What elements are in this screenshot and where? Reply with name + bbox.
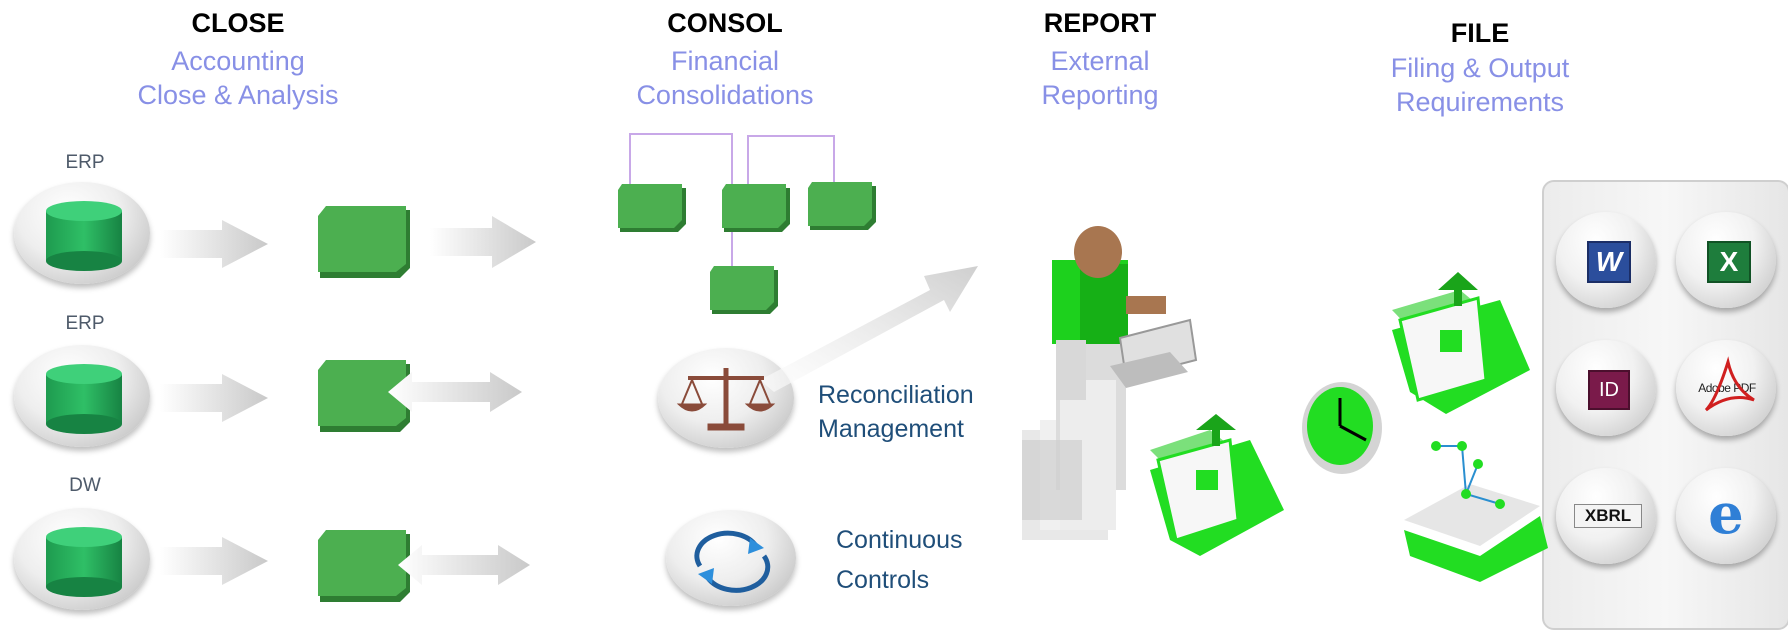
database-icon-3 [46,527,122,597]
subtitle-report: External Reporting [1000,44,1200,112]
data-block-2 [318,360,410,432]
consol-block-1 [618,184,686,232]
excel-format-button: X [1676,212,1776,308]
diagonal-flow-arrow [760,266,978,392]
clock-icon [1302,382,1382,474]
flow-arrow-1 [160,220,268,268]
data-block-1 [318,206,410,278]
subtitle-consol-line1: Financial [670,46,780,76]
xbrl-icon: XBRL [1574,504,1642,528]
xbrl-format-button: XBRL [1556,468,1656,564]
database-icon-2 [46,364,122,434]
scale-icon [676,368,776,431]
subtitle-close-line1: Accounting [171,46,305,76]
subtitle-file-line2: Requirements [1395,87,1565,117]
continuous-controls-label-line2: Controls [836,566,930,594]
indesign-format-button: ID [1556,340,1656,436]
subtitle-close-line2: Close & Analysis [137,80,339,110]
continuous-controls-label-line1: Continuous [836,526,963,554]
subtitle-consol: Financial Consolidations [580,44,870,112]
consol-block-2 [722,184,790,232]
data-block-3 [318,530,410,602]
continuous-controls-label: Continuous Controls [836,520,962,600]
subtitle-report-line2: Reporting [1041,80,1159,110]
source-label-1: ERP [65,152,105,173]
flow-arrow-3 [160,537,268,585]
internet-explorer-icon: e [1708,481,1744,547]
file-folder-icon-top [1392,272,1530,414]
heading-consol: CONSOL [667,8,783,38]
word-icon: W [1587,241,1631,283]
heading-file: FILE [1450,18,1510,48]
person-at-laptop-illustration [1022,226,1198,540]
subtitle-file: Filing & Output Requirements [1340,51,1620,119]
database-icon-1 [46,201,122,271]
flow-arrow-2 [160,374,268,422]
double-arrow-2 [398,545,530,585]
source-label-2: ERP [65,313,105,334]
flow-arrow-4 [430,216,536,268]
reconciliation-label-line1: Reconciliation [818,381,974,409]
heading-close: CLOSE [191,8,285,38]
consol-block-3 [808,182,876,230]
report-folder-icon [1150,414,1284,556]
subtitle-close: Accounting Close & Analysis [88,44,388,112]
pdf-swirl-icon [1704,356,1755,412]
continuous-cycle-icon [694,530,771,593]
subtitle-file-line1: Filing & Output [1390,53,1570,83]
source-label-3: DW [69,475,101,496]
pdf-format-button: Adobe PDF [1676,340,1776,436]
double-arrow-1 [388,372,522,412]
excel-icon: X [1707,241,1751,283]
heading-report: REPORT [1043,8,1157,38]
subtitle-report-line1: External [1050,46,1150,76]
output-tray-network-icon [1404,441,1548,582]
subtitle-consol-line2: Consolidations [636,80,814,110]
word-format-button: W [1556,212,1656,308]
reconciliation-label: Reconciliation Management [818,378,974,446]
ie-format-button: e [1676,468,1776,564]
indesign-icon: ID [1588,370,1630,410]
reconciliation-label-line2: Management [818,415,964,443]
consol-block-4 [710,266,778,314]
